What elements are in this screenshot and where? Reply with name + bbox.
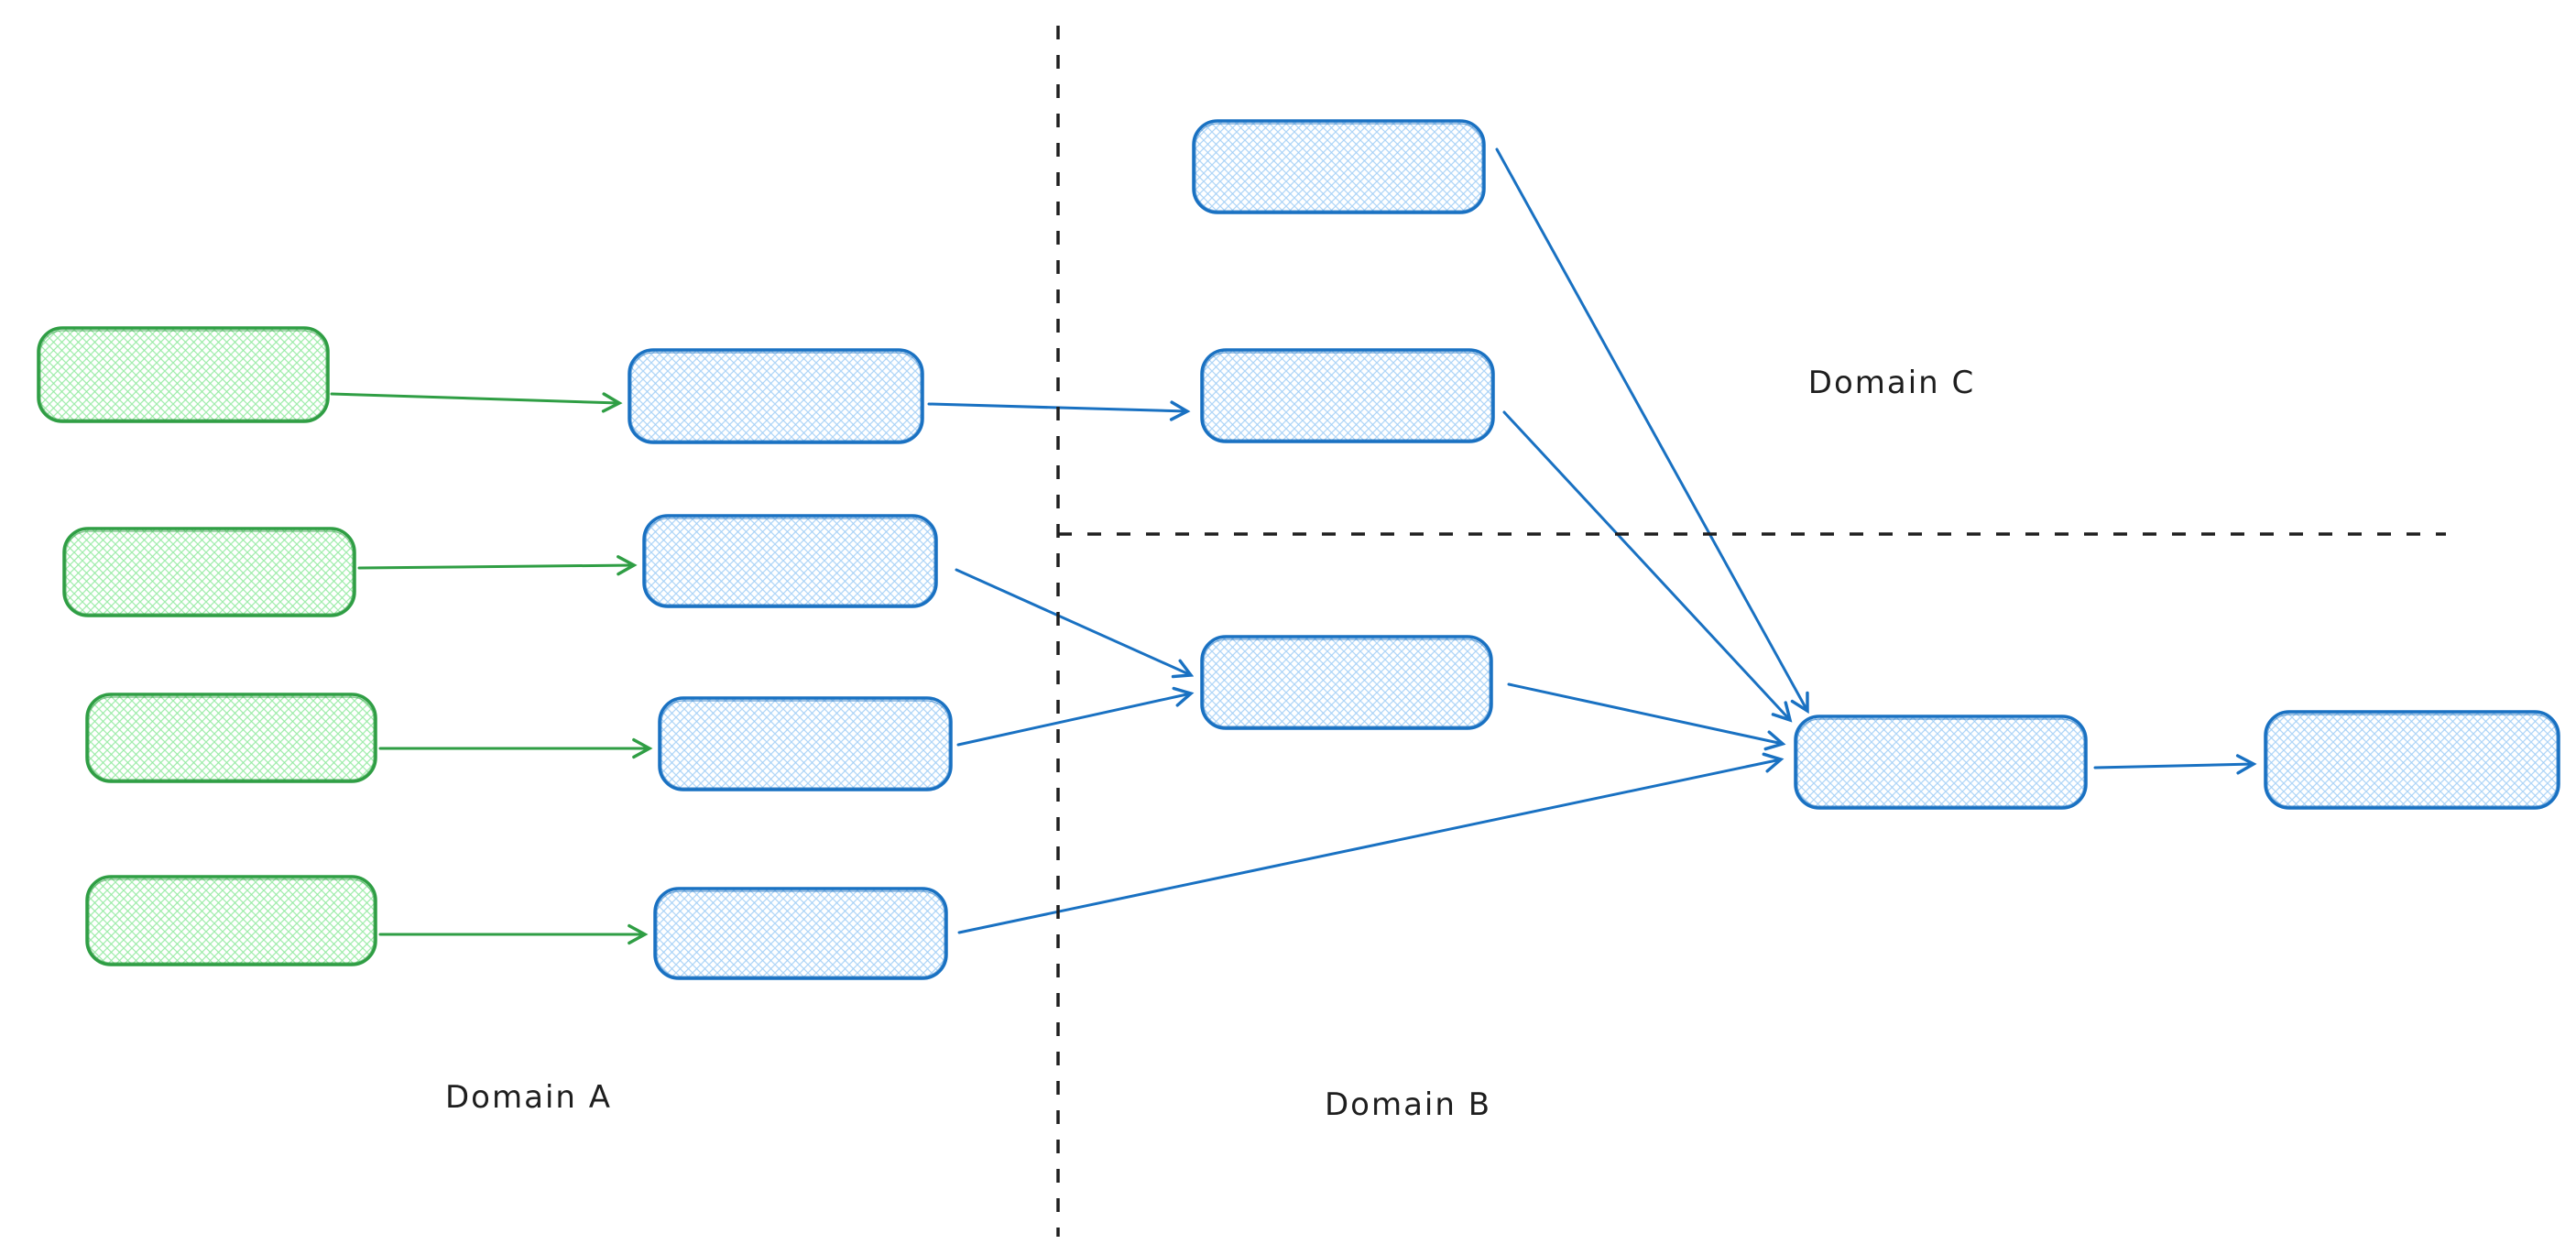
blue-node-sketch-stroke <box>2266 714 2558 807</box>
blue-node-sketch-stroke <box>1195 123 1483 212</box>
domain-b-label: Domain B <box>1324 1086 1492 1123</box>
arrow-green2-bluea2 <box>357 565 634 568</box>
blue-node-blue-c1 <box>1794 715 2088 810</box>
blue-node-sketch-stroke <box>630 352 922 442</box>
blue-node-blue-b1 <box>1192 119 1486 214</box>
arrow-bluea2-blueb3 <box>955 568 1191 675</box>
blue-node-sketch-stroke <box>656 890 945 977</box>
arrow-green1-bluea1 <box>330 394 619 403</box>
blue-node-blue-a3 <box>658 696 953 791</box>
arrow-blueb3-bluec1 <box>1507 682 1783 744</box>
boundaries-layer <box>1056 26 2446 1237</box>
arrow-blueb1-bluec1 <box>1495 147 1807 711</box>
blue-node-blue-b3 <box>1200 635 1493 730</box>
blue-node-blue-a1 <box>628 348 924 444</box>
green-node-green-3 <box>85 693 377 783</box>
blue-node-blue-a4 <box>653 887 948 980</box>
blue-node-sketch-stroke <box>1796 718 2085 807</box>
edges-layer <box>330 147 2254 934</box>
blue-node-blue-c2 <box>2264 710 2560 810</box>
arrow-bluec1-bluec2 <box>2093 764 2254 768</box>
arrow-bluea3-blueb3 <box>956 693 1191 747</box>
blue-node-blue-b2 <box>1200 348 1495 443</box>
arrow-bluea4-bluec1 <box>957 759 1781 934</box>
blue-node-sketch-stroke <box>1203 638 1490 727</box>
blue-node-sketch-stroke <box>660 700 950 789</box>
arrow-blueb2-bluec1 <box>1502 410 1790 720</box>
green-node-green-2 <box>62 527 356 617</box>
nodes-layer <box>37 119 2560 980</box>
green-node-sketch-stroke <box>88 878 375 964</box>
blue-node-blue-a2 <box>642 514 938 608</box>
green-node-green-4 <box>85 875 377 966</box>
green-node-sketch-stroke <box>65 530 354 615</box>
domain-a-label: Domain A <box>445 1079 612 1116</box>
blue-node-sketch-stroke <box>1203 352 1492 441</box>
blue-node-sketch-stroke <box>645 518 935 606</box>
domain-c-label: Domain C <box>1807 365 1976 401</box>
green-node-green-1 <box>37 326 330 423</box>
green-node-sketch-stroke <box>39 330 327 420</box>
green-node-sketch-stroke <box>88 696 375 780</box>
